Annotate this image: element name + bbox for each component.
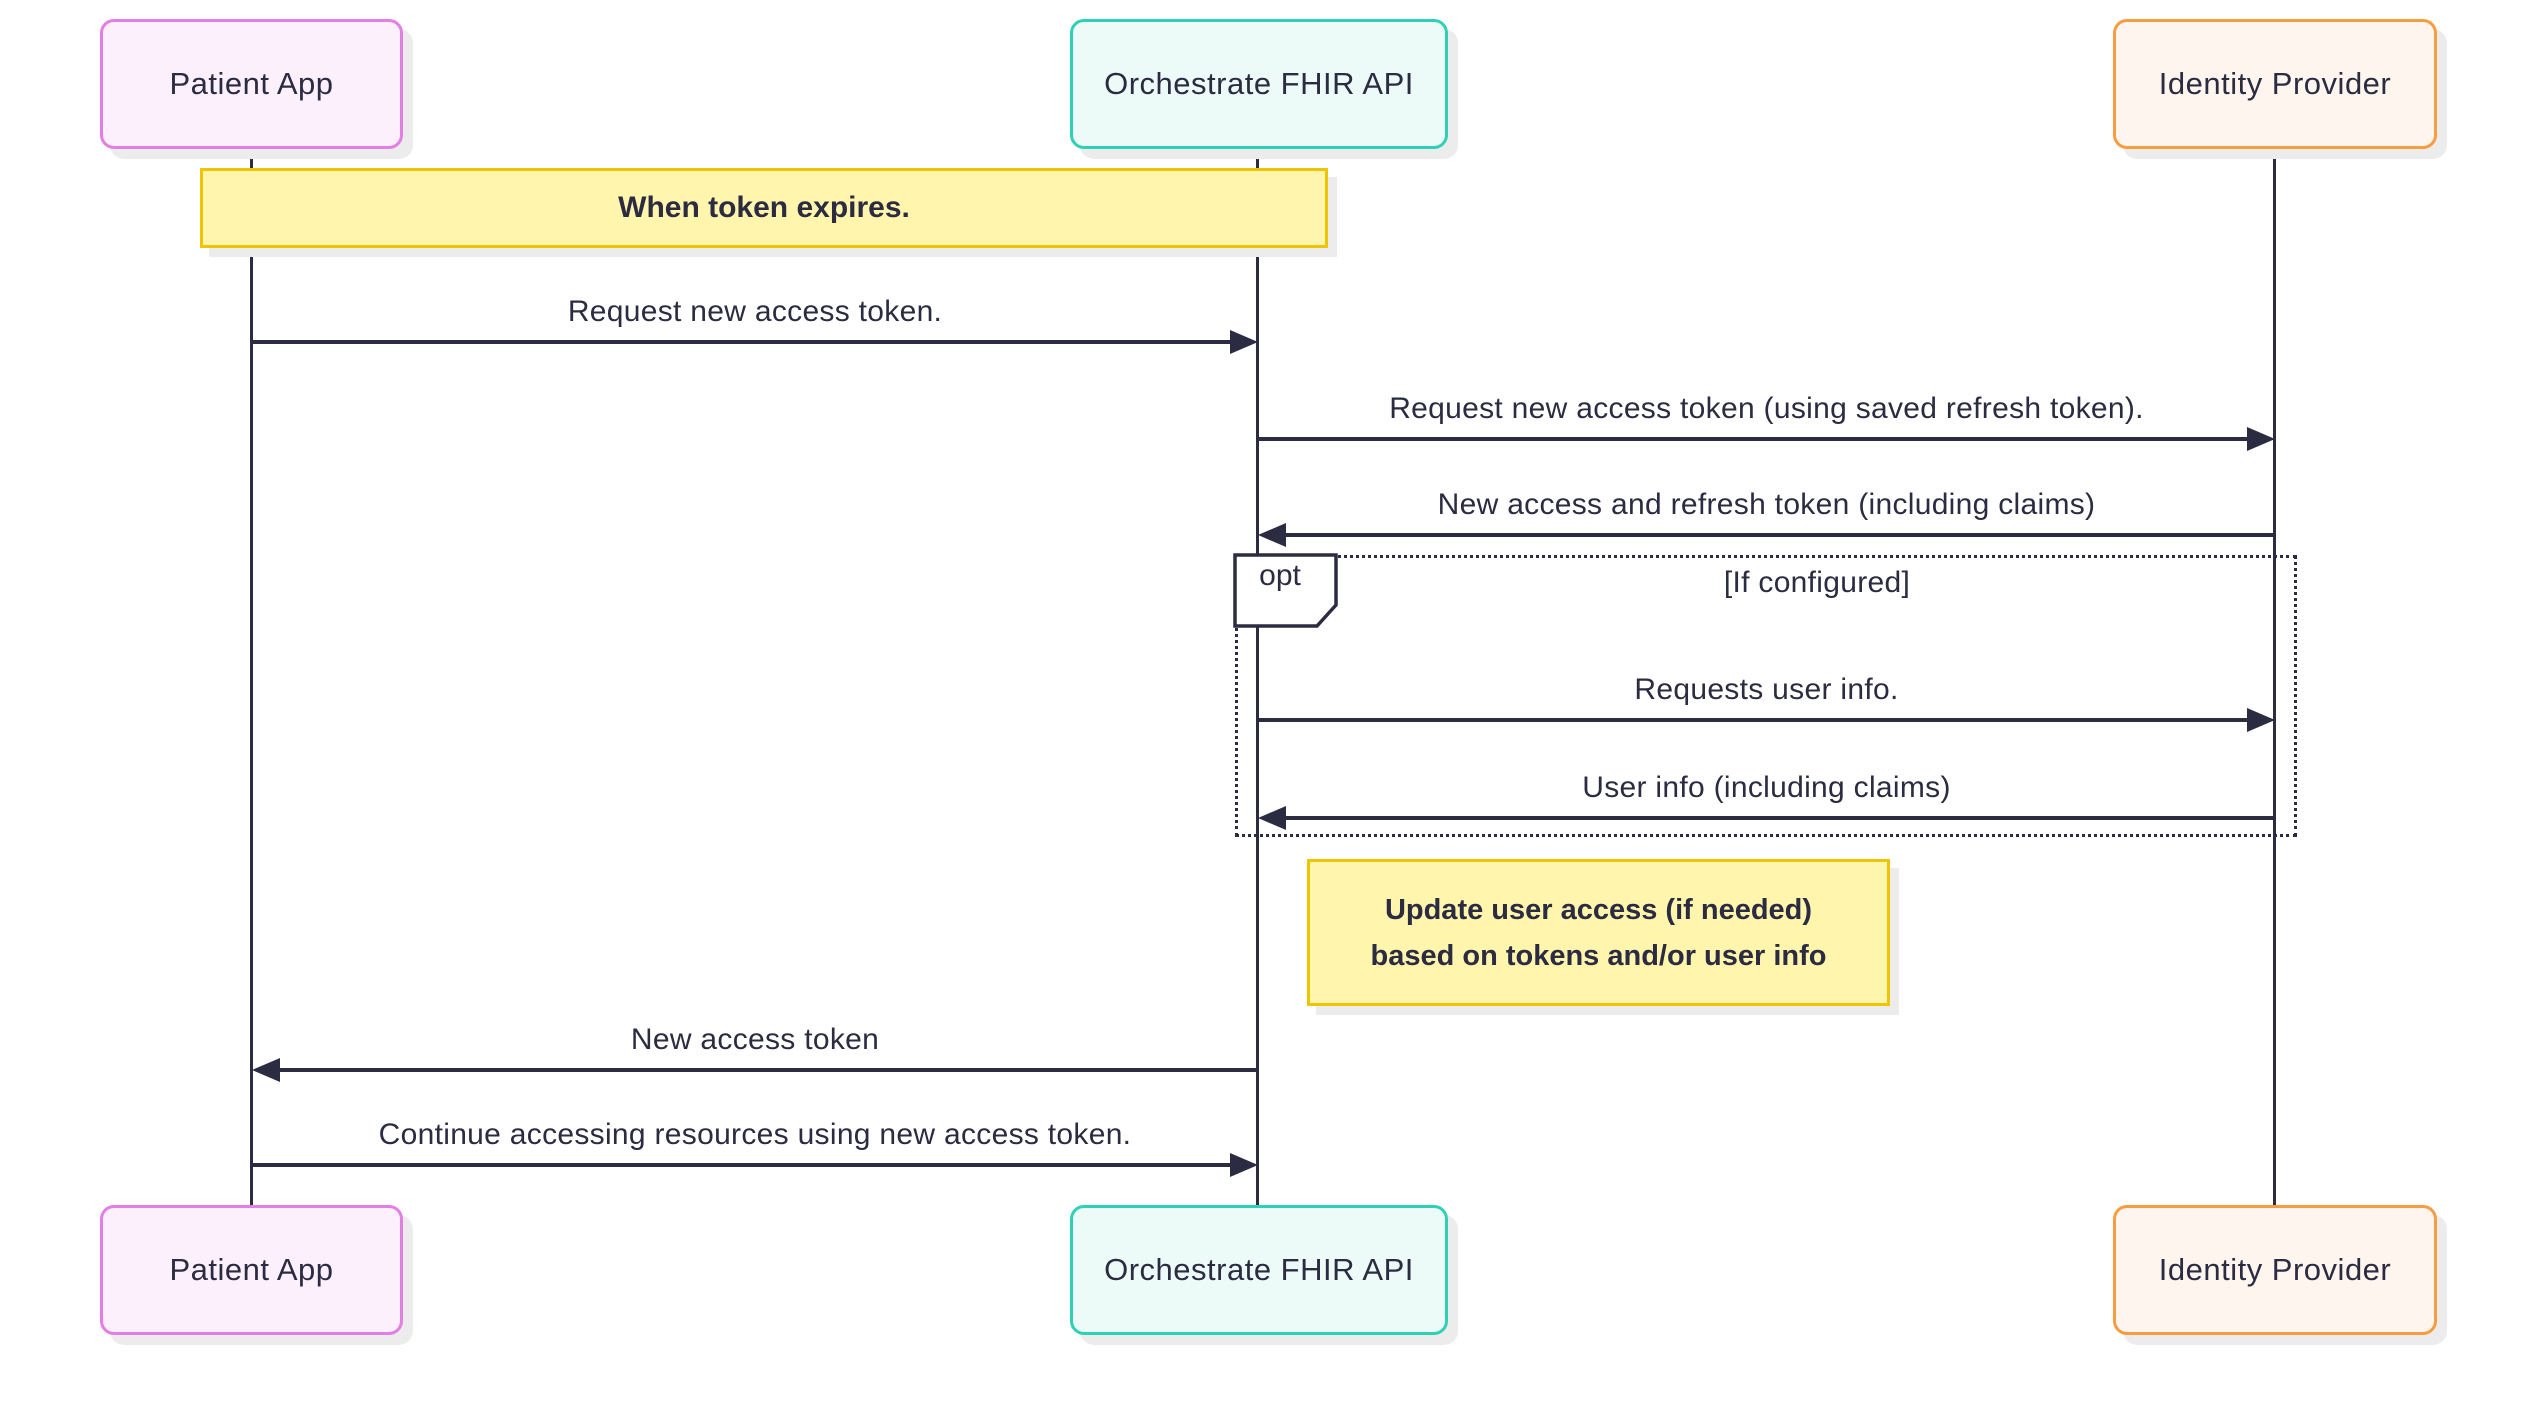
actor-bottom-orchestrate-fhir-api: Orchestrate FHIR API (1070, 1205, 1448, 1335)
actor-top-orchestrate-fhir-api: Orchestrate FHIR API (1070, 19, 1448, 149)
actor-top-patient-app: Patient App (100, 19, 403, 149)
lifeline-orchestrate-fhir-api (1256, 148, 1259, 1205)
actor-label: Orchestrate FHIR API (1104, 66, 1414, 101)
message-2-label: Request new access token (using saved re… (1389, 392, 2144, 425)
message-3-label: New access and refresh token (including … (1437, 488, 2096, 521)
message-1-arrowhead-icon (1230, 330, 1258, 354)
actor-bottom-identity-provider: Identity Provider (2113, 1205, 2437, 1335)
note-when-token-expires: When token expires. (200, 168, 1328, 248)
message-5-arrowhead-icon (1258, 806, 1286, 830)
message-4-line (1258, 718, 2247, 722)
note-update-user-access: Update user access (if needed) based on … (1307, 859, 1890, 1006)
opt-label: opt (1259, 559, 1301, 592)
lifeline-patient-app (250, 148, 253, 1205)
actor-top-identity-provider: Identity Provider (2113, 19, 2437, 149)
message-5-label: User info (including claims) (1582, 771, 1951, 804)
actor-label: Patient App (169, 66, 334, 101)
opt-frame (1235, 555, 2297, 837)
actor-bottom-patient-app: Patient App (100, 1205, 403, 1335)
message-7-arrowhead-icon (1230, 1153, 1258, 1177)
actor-label: Orchestrate FHIR API (1104, 1252, 1414, 1287)
message-6-label: New access token (630, 1023, 880, 1056)
message-1-label: Request new access token. (567, 295, 943, 328)
message-4-arrowhead-icon (2247, 708, 2275, 732)
lifeline-identity-provider (2273, 148, 2276, 1205)
actor-label: Identity Provider (2158, 66, 2392, 101)
message-3-line (1286, 533, 2275, 537)
message-7-label: Continue accessing resources using new a… (378, 1118, 1132, 1151)
message-2-line (1258, 437, 2247, 441)
actor-label: Patient App (169, 1252, 334, 1287)
opt-label-shape (1233, 553, 1338, 628)
message-5-line (1286, 816, 2275, 820)
message-6-line (280, 1068, 1258, 1072)
actor-label: Identity Provider (2158, 1252, 2392, 1287)
message-4-label: Requests user info. (1634, 673, 1899, 706)
message-2-arrowhead-icon (2247, 427, 2275, 451)
message-7-line (252, 1163, 1234, 1167)
message-3-arrowhead-icon (1258, 523, 1286, 547)
message-1-line (252, 340, 1232, 344)
opt-guard-condition: [If configured] (1723, 566, 1911, 599)
message-6-arrowhead-icon (252, 1058, 280, 1082)
